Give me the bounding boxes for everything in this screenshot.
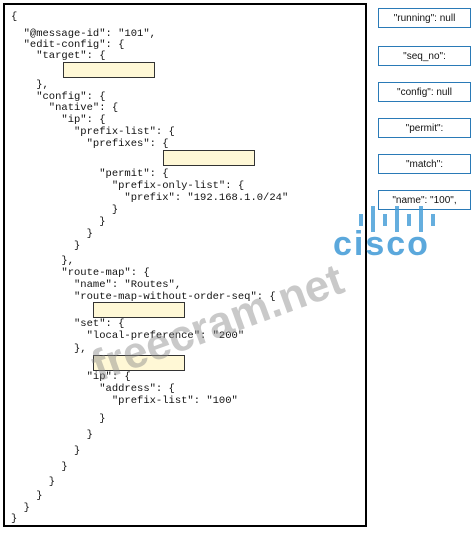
code-line: "route-map-without-order-seq": { [11,291,276,303]
choice-match[interactable]: "match": [378,154,471,174]
choice-running-null[interactable]: "running": null [378,8,471,28]
code-line: }, [11,255,75,267]
code-line: { [11,11,18,23]
choice-seq-no[interactable]: "seq_no": [378,46,471,66]
cisco-logo-text: cisco [333,225,430,263]
code-line: "@message-id": "101", [11,28,156,40]
code-line: } [11,461,68,473]
code-line: "prefix-list": "100" [11,395,238,407]
code-line: } [11,445,81,457]
code-panel: { "@message-id": "101", "edit-config": {… [3,3,367,527]
choice-permit[interactable]: "permit": [378,118,471,138]
code-line: }, [11,79,49,91]
drop-slot-route-map-seq[interactable] [93,302,185,318]
code-line: "ip": { [11,371,131,383]
drop-slot-target[interactable] [63,62,155,78]
code-line: "ip": { [11,114,106,126]
cisco-logo-bars [359,206,435,232]
code-line: "prefix": "192.168.1.0/24" [11,192,289,204]
code-line: "set": { [11,318,125,330]
code-line: "config": { [11,91,106,103]
drop-slot-prefixes[interactable] [163,150,255,166]
code-line: } [11,476,56,488]
code-line: "route-map": { [11,267,150,279]
code-line: "target": { [11,50,106,62]
code-line: } [11,228,93,240]
code-line: } [11,502,30,514]
code-line: "edit-config": { [11,39,125,51]
code-line: } [11,216,106,228]
code-line: } [11,490,43,502]
code-line: } [11,429,93,441]
code-line: "prefix-only-list": { [11,180,245,192]
code-line: } [11,240,81,252]
code-line: "native": { [11,102,119,114]
choice-name-100[interactable]: "name": "100", [378,190,471,210]
code-line: } [11,204,119,216]
drop-slot-match[interactable] [93,355,185,371]
code-line: "prefixes": { [11,138,169,150]
code-line: } [11,413,106,425]
code-line: "address": { [11,383,175,395]
choice-config-null[interactable]: "config": null [378,82,471,102]
code-line: } [11,513,18,525]
code-line: }, [11,343,87,355]
code-line: "name": "Routes", [11,279,182,291]
code-line: "prefix-list": { [11,126,175,138]
code-line: "permit": { [11,168,169,180]
code-line: "local-preference": "200" [11,330,245,342]
